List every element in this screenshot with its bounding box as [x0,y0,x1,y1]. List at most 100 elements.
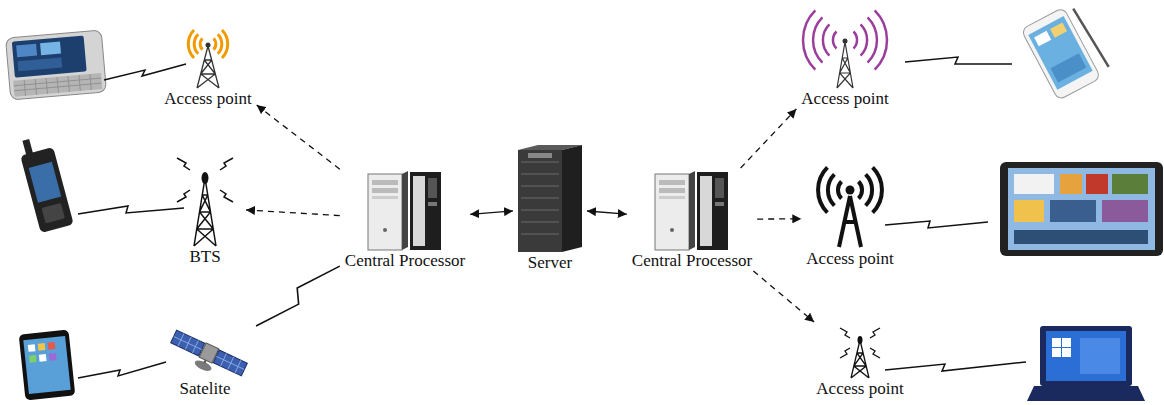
bts-tower [194,178,216,246]
connector-arrow [470,211,513,214]
access-point-tower [870,348,880,358]
central-processor: Central Processor [627,168,757,271]
access-point-tower [188,30,227,58]
node-label: Central Processor [345,252,465,269]
bts-tower [220,158,233,170]
bts-tower [220,190,233,202]
access-point-tower [823,24,829,55]
wireless-link [885,221,988,228]
access-point-tower [859,182,863,199]
access-point-tower [197,46,219,88]
laptop [1027,386,1145,401]
access-point-tower [818,167,827,212]
node-label: Access point [799,90,891,107]
slider-phone [13,73,102,97]
wireless-link [104,64,186,80]
tablet-samsung [1000,162,1163,256]
laptop [1052,338,1061,347]
access-point-tower [861,24,867,55]
laptop [1062,348,1071,357]
node-label: BTS [169,248,241,265]
tablet-ipad [23,336,70,394]
bts-tower [177,158,233,246]
rugged-phone [29,162,61,203]
access-point-tower [875,10,887,69]
bts-tower [177,158,233,246]
connector-arrow [246,210,340,216]
rugged-phone [41,203,64,224]
tablet-samsung [1060,174,1082,194]
stylus-phone [1050,22,1067,37]
laptop [1062,338,1071,347]
access-point-tower [206,43,211,48]
bts-tower [177,158,190,170]
slider-phone [18,58,63,72]
tablet-samsung [1014,230,1148,244]
tablet-ipad [19,330,76,401]
tablet-samsung [1112,174,1148,194]
tablet-ipad [49,353,57,361]
access-point-tower [858,336,863,344]
access-point: Access point [794,6,896,109]
connector-arrow [741,109,797,168]
access-point-tower [840,348,850,358]
node-label: Access point [806,250,893,267]
tablet-samsung [1102,200,1148,222]
access-point-tower [840,328,850,338]
computer-icon [655,171,728,250]
access-point-tower [854,32,858,49]
access-point-tower [218,34,222,54]
access-point-tower [843,39,848,44]
slider-phone [13,73,102,97]
tablet-ipad [28,344,36,352]
tablet-samsung [1050,200,1096,222]
satellite-icon [193,358,213,373]
access-point-tower [222,30,228,58]
satellite-icon [171,330,205,356]
access-point-tower [188,30,194,58]
access-point-tower [818,167,882,247]
tablet-samsung [1000,162,1163,256]
slider-phone [5,30,106,100]
slider-phone [5,30,106,100]
access-point-tower [839,196,861,247]
access-point-tower [868,17,877,62]
node-label: Central Processor [632,252,752,269]
tablet-ipad [39,354,47,362]
stylus-phone [1034,31,1051,46]
access-point: Access point [159,26,256,109]
access-point-tower [813,17,822,62]
bts-tower: BTS [164,148,246,267]
node-label: Satelite [155,380,255,397]
node-label: Server [518,254,582,271]
access-point: Access point [801,168,898,269]
server-icon [518,150,562,252]
access-point-tower [846,186,855,195]
tablet-samsung [1008,168,1155,250]
laptop [1052,348,1061,357]
node-label: Access point [816,380,903,397]
central-processor: Central Processor [340,168,470,271]
server-icon [518,145,582,252]
satellite-icon [213,350,247,376]
access-point-tower [828,174,834,205]
slider-phone [12,35,87,77]
access-point-tower [194,34,198,54]
access-point-tower [840,328,880,378]
server-icon [521,162,559,234]
node-label: Access point [164,90,251,107]
satellite: Satelite [150,326,260,399]
access-point: Access point [811,322,908,399]
laptop [1080,338,1120,374]
stylus-phone [1021,2,1112,101]
bts-tower [177,190,190,202]
access-point-tower [870,328,880,338]
tablet-ipad [19,330,76,401]
tablet-ipad [29,355,37,363]
access-point-tower [833,32,837,49]
access-point-tower [838,182,842,199]
satellite-icon [171,330,205,356]
